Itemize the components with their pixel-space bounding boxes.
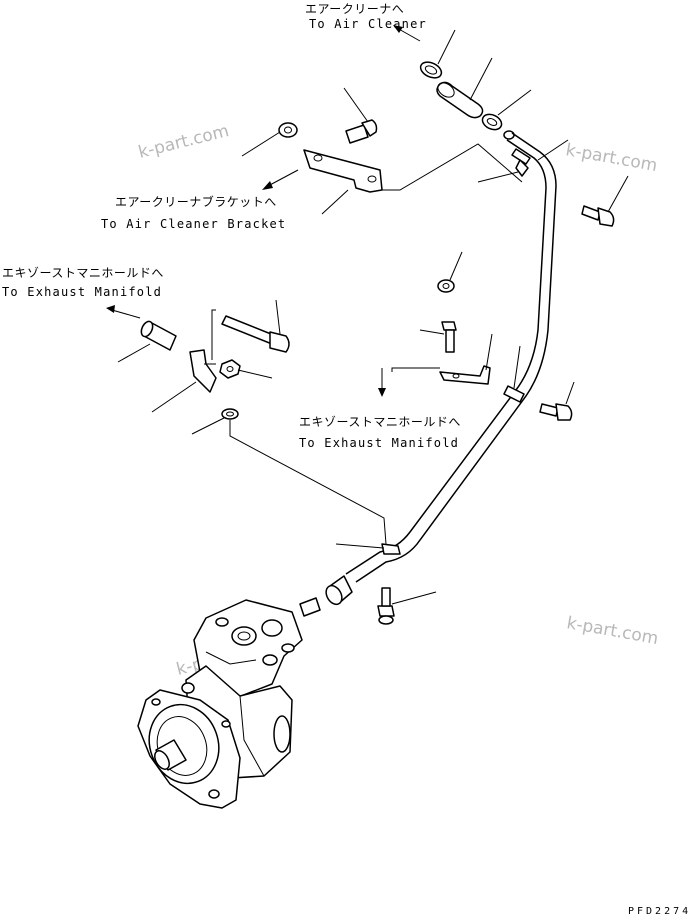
nut-left	[219, 359, 273, 379]
hose-clamp-upper	[419, 29, 456, 79]
leader-washer-to-clip	[229, 420, 387, 545]
callout-exhaust-manifold-left-jp: エキゾーストマニホールドへ	[2, 266, 164, 280]
hose-clamp-lower	[481, 89, 532, 131]
callout-exhaust-manifold-left: エキゾーストマニホールドへ To Exhaust Manifold	[2, 266, 164, 299]
callout-air-cleaner-bracket-en: To Air Cleaner Bracket	[101, 217, 286, 231]
callout-air-cleaner-jp: エアークリーナへ	[305, 2, 404, 16]
callout-exhaust-manifold-center: エキゾーストマニホールドへ To Exhaust Manifold	[299, 415, 461, 450]
callout-air-cleaner-bracket-jp: エアークリーナブラケットへ	[115, 194, 277, 209]
arrow-to-air-cleaner-bracket-icon	[262, 169, 299, 190]
callout-air-cleaner-bracket: エアークリーナブラケットへ To Air Cleaner Bracket	[101, 194, 286, 231]
drawing-code: PFD2274	[628, 906, 691, 917]
bolt-bracket-top	[343, 87, 378, 144]
arrow-to-exhaust-manifold-center-icon	[378, 368, 386, 397]
air-cleaner-bracket	[303, 149, 383, 215]
callout-exhaust-manifold-left-en: To Exhaust Manifold	[2, 285, 162, 299]
rubber-hose	[436, 57, 493, 119]
arrow-to-exhaust-manifold-left-icon	[106, 305, 141, 319]
nut-bracket-middle	[437, 251, 463, 293]
arrow-to-air-cleaner-icon	[393, 25, 421, 42]
air-pipe	[345, 185, 557, 583]
long-bolt	[221, 299, 290, 353]
bolt-clip-middle	[539, 381, 575, 421]
pipe-nut	[325, 575, 353, 606]
callout-air-cleaner: エアークリーナへ To Air Cleaner	[305, 2, 427, 31]
watermark: k-part.com	[565, 613, 660, 649]
watermark: k-part.com	[136, 121, 231, 163]
callout-air-cleaner-en: To Air Cleaner	[309, 17, 427, 31]
pipe-clip-upper	[477, 159, 529, 183]
bolt-clip-lower	[377, 587, 437, 625]
callout-exhaust-manifold-center-jp: エキゾーストマニホールドへ	[299, 415, 461, 429]
washer-left	[191, 408, 239, 435]
air-compressor	[137, 597, 321, 809]
bolt-bracket-middle	[419, 321, 457, 353]
exhaust-manifold-bracket-center	[439, 333, 493, 385]
watermark: k-part.com	[564, 140, 659, 176]
nut-bracket-top	[241, 122, 298, 157]
pipe-clip-lower	[335, 543, 401, 555]
bolt-clip-upper	[581, 175, 629, 227]
leader-bracket-to-clip	[382, 143, 523, 191]
exhaust-manifold-bracket-left	[151, 309, 217, 413]
callout-exhaust-manifold-center-en: To Exhaust Manifold	[299, 436, 459, 450]
pipe-upper-end	[503, 130, 569, 189]
pipe-clip-middle	[503, 345, 525, 403]
leader-center-bracket	[391, 367, 440, 372]
spacer-tube	[117, 320, 177, 363]
